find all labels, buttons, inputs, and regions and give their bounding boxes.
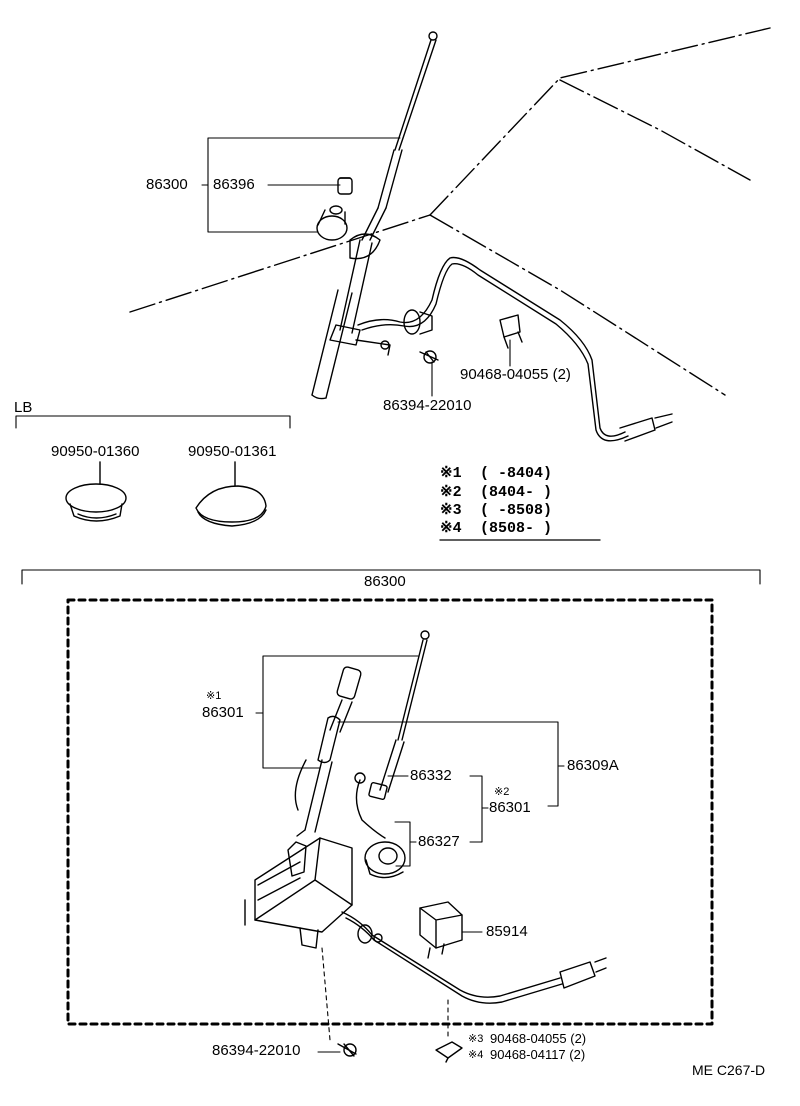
label-bottom-screw: 86394-22010 <box>212 1042 301 1059</box>
vehicle-body-outline <box>130 28 770 395</box>
motor-cable <box>342 912 606 1003</box>
washer-part <box>317 206 347 240</box>
label-main-assembly: 86300 <box>364 573 406 590</box>
label-rod-part: 86301 <box>489 799 531 816</box>
hole-plug-90950-01360 <box>66 462 126 521</box>
label-lb-plug-a: 90950-01360 <box>51 443 140 460</box>
bushing-86396-part <box>338 178 352 194</box>
screw-bottom-part <box>338 1044 356 1056</box>
label-lb-title: LB <box>14 399 33 416</box>
assembly-bracket-86300 <box>22 570 760 584</box>
ring-86327-part <box>355 773 405 878</box>
label-clamp1: 90468-04055 (2) <box>490 1031 587 1046</box>
legend-range-2: (8404- ) <box>480 484 553 501</box>
legend-mark-3: ※3 <box>440 502 462 519</box>
label-mast-note: ※1 <box>206 690 222 702</box>
antenna-cable-top <box>358 258 672 442</box>
assembly-dashed-box <box>68 600 712 1024</box>
label-clamp2-note: ※4 <box>468 1049 484 1061</box>
clamp-top-part <box>500 315 522 348</box>
label-clamp2: 90468-04117 (2) <box>490 1047 586 1062</box>
relay-85914-part <box>420 902 462 958</box>
screw-top-part <box>420 351 438 363</box>
label-top-bushing: 86396 <box>213 176 255 193</box>
clamp-bottom-part <box>436 1042 462 1062</box>
legend-range-4: (8508- ) <box>480 520 553 537</box>
label-top-screw: 86394-22010 <box>383 397 472 414</box>
legend-mark-4: ※4 <box>440 520 462 537</box>
label-rod: 86332 <box>410 767 452 784</box>
lb-bracket <box>16 416 290 428</box>
hole-plug-90950-01361 <box>196 462 266 526</box>
diagram-code: ME C267-D <box>692 1062 766 1078</box>
label-rod-note: ※2 <box>494 786 510 798</box>
label-top-assembly: 86300 <box>146 176 188 193</box>
legend-range-1: ( -8404) <box>480 465 553 482</box>
motor-housing-part <box>245 838 352 948</box>
legend-mark-2: ※2 <box>440 484 462 501</box>
leaders-top <box>202 138 510 396</box>
label-relay: 85914 <box>486 923 528 940</box>
leaders-main <box>256 656 564 1052</box>
label-ring: 86327 <box>418 833 460 850</box>
label-lb-plug-b: 90950-01361 <box>188 443 277 460</box>
antenna-mast-top <box>312 32 437 399</box>
label-mast-part: 86301 <box>202 704 244 721</box>
rod-86332-part <box>369 631 429 800</box>
label-clamp1-note: ※3 <box>468 1033 484 1045</box>
legend-range-3: ( -8508) <box>480 502 553 519</box>
label-top-clamp: 90468-04055 (2) <box>460 366 571 383</box>
label-kit: 86309A <box>567 757 619 774</box>
mast-86301-part <box>295 666 361 836</box>
legend-mark-1: ※1 <box>440 465 462 482</box>
